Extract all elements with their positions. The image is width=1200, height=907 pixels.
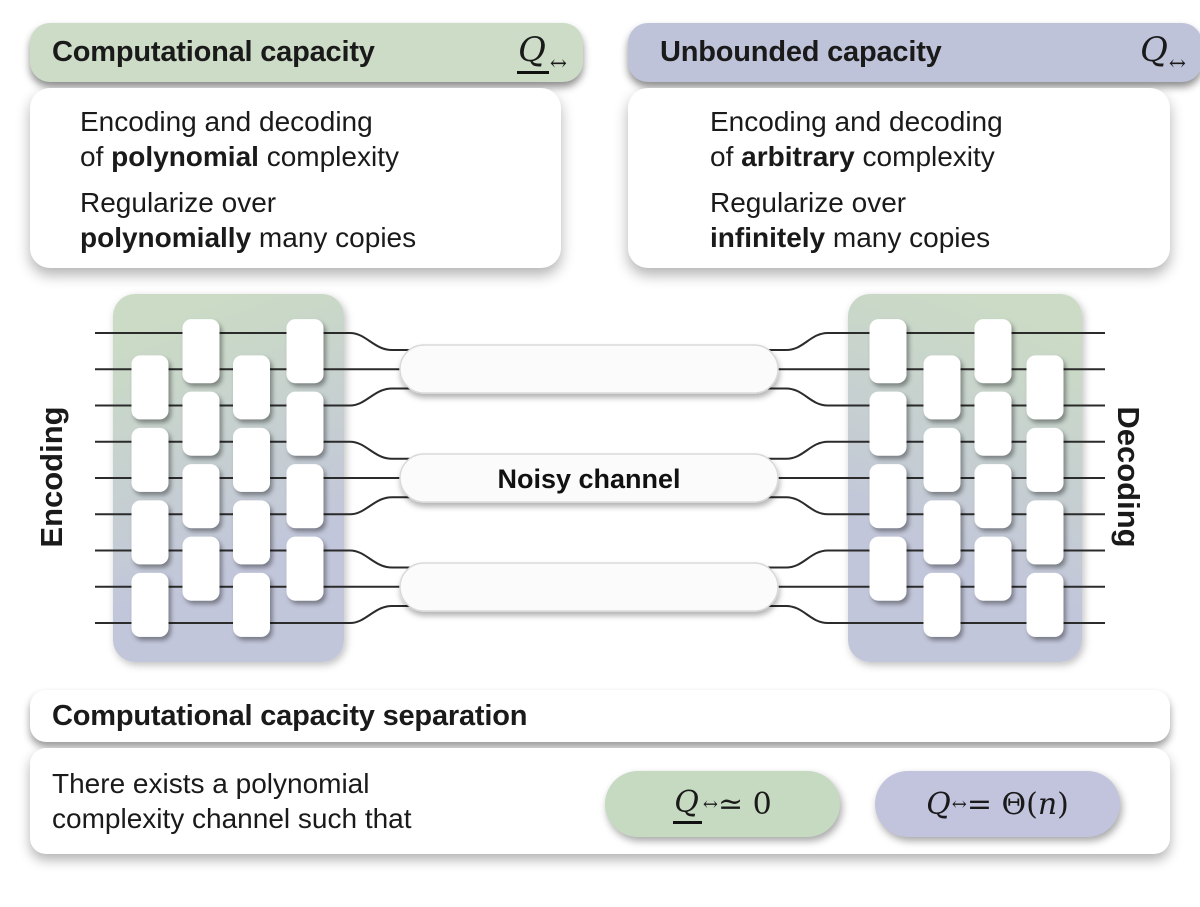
text-line: many copies <box>825 222 991 253</box>
computational-capacity-header: Computational capacity Q↔ <box>30 23 583 82</box>
computational-capacity-title: Computational capacity <box>52 36 375 68</box>
separation-title: Computational capacity separation <box>52 699 528 732</box>
two-qubit-gate <box>131 572 169 637</box>
two-qubit-gate <box>233 572 270 637</box>
two-qubit-gate <box>974 391 1012 456</box>
bidirectional-arrow-subscript: ↔ <box>549 51 567 76</box>
text-line: of <box>80 141 112 172</box>
q-symbol: Q <box>926 786 951 822</box>
variable-n: n <box>1037 786 1058 822</box>
text-line: There exists a polynomial <box>52 768 370 799</box>
card-text-paragraph: Encoding and decoding of arbitrary compl… <box>710 104 1170 174</box>
channel-capsule <box>399 562 779 612</box>
two-qubit-gate <box>923 500 961 565</box>
decoding-label: Decoding <box>1111 406 1146 548</box>
unbounded-capacity-theta-badge: Q↔ = Θ(n) <box>875 771 1120 837</box>
emphasized-word: infinitely <box>710 222 826 253</box>
two-qubit-gate <box>1026 427 1064 492</box>
computational-capacity-body: Encoding and decoding of polynomial comp… <box>30 88 561 268</box>
unbounded-capacity-title: Unbounded capacity <box>660 36 942 68</box>
two-qubit-gate <box>974 464 1012 529</box>
channel-capsule <box>399 344 779 394</box>
two-qubit-gate <box>233 427 270 492</box>
two-qubit-gate <box>1026 572 1064 637</box>
relation-text: ≃ 0 <box>717 786 772 822</box>
two-qubit-gate <box>131 500 169 565</box>
separation-statement: There exists a polynomial complexity cha… <box>52 766 412 836</box>
computational-capacity-zero-badge: Q↔ ≃ 0 <box>605 771 840 837</box>
capacity-symbol-unbounded: Q↔ <box>1140 33 1186 80</box>
two-qubit-gate <box>286 536 324 601</box>
two-qubit-gate <box>131 355 169 420</box>
encoding-label: Encoding <box>34 406 69 548</box>
two-qubit-gate <box>974 319 1012 384</box>
two-qubit-gate <box>286 391 324 456</box>
emphasized-word: arbitrary <box>741 141 855 172</box>
text-line: Regularize over <box>710 187 907 218</box>
unbounded-capacity-header: Unbounded capacity Q↔ <box>628 23 1200 82</box>
two-qubit-gate <box>1026 500 1064 565</box>
text-line: complexity <box>258 141 399 172</box>
two-qubit-gate <box>869 391 907 456</box>
emphasized-word: polynomially <box>80 222 252 253</box>
noisy-channel-label: Noisy channel <box>497 464 680 494</box>
text-line: Encoding and decoding <box>710 106 1003 137</box>
two-qubit-gate <box>286 319 324 384</box>
card-text-paragraph: Regularize over infinitely many copies <box>710 185 1170 255</box>
capacity-symbol-computational: Q↔ <box>517 30 567 80</box>
two-qubit-gate <box>182 319 220 384</box>
two-qubit-gate <box>182 536 220 601</box>
q-symbol-underlined: Q <box>517 30 549 74</box>
two-qubit-gate <box>131 427 169 492</box>
two-qubit-gate <box>923 427 961 492</box>
card-text-paragraph: Encoding and decoding of polynomial comp… <box>80 104 561 174</box>
q-symbol-underlined: Q <box>673 785 702 824</box>
unbounded-capacity-body: Encoding and decoding of arbitrary compl… <box>628 88 1170 268</box>
text-line: Regularize over <box>80 187 277 218</box>
card-text-paragraph: Regularize over polynomially many copies <box>80 185 561 255</box>
text-line: complexity <box>854 141 995 172</box>
two-qubit-gate <box>869 536 907 601</box>
two-qubit-gate <box>1026 355 1064 420</box>
two-qubit-gate <box>974 536 1012 601</box>
noisy-channel-capsule <box>399 453 779 503</box>
bidirectional-arrow-subscript: ↔ <box>702 793 718 815</box>
relation-text: ) <box>1057 786 1069 822</box>
text-line: many copies <box>251 222 417 253</box>
two-qubit-gate <box>869 464 907 529</box>
two-qubit-gate <box>286 464 324 529</box>
two-qubit-gate <box>233 500 270 565</box>
bidirectional-arrow-subscript: ↔ <box>951 793 967 815</box>
q-symbol: Q <box>1140 30 1168 70</box>
relation-text: = Θ( <box>966 786 1038 822</box>
text-line: Encoding and decoding <box>80 106 373 137</box>
two-qubit-gate <box>233 355 270 420</box>
emphasized-word: polynomial <box>111 141 259 172</box>
bidirectional-arrow-subscript: ↔ <box>1168 51 1186 76</box>
separation-body: There exists a polynomial complexity cha… <box>30 748 1170 854</box>
text-line: of <box>710 141 742 172</box>
separation-header: Computational capacity separation <box>30 690 1170 742</box>
two-qubit-gate <box>182 391 220 456</box>
two-qubit-gate <box>923 572 961 637</box>
two-qubit-gate <box>869 319 907 384</box>
two-qubit-gate <box>182 464 220 529</box>
text-line: complexity channel such that <box>52 803 412 834</box>
two-qubit-gate <box>923 355 961 420</box>
